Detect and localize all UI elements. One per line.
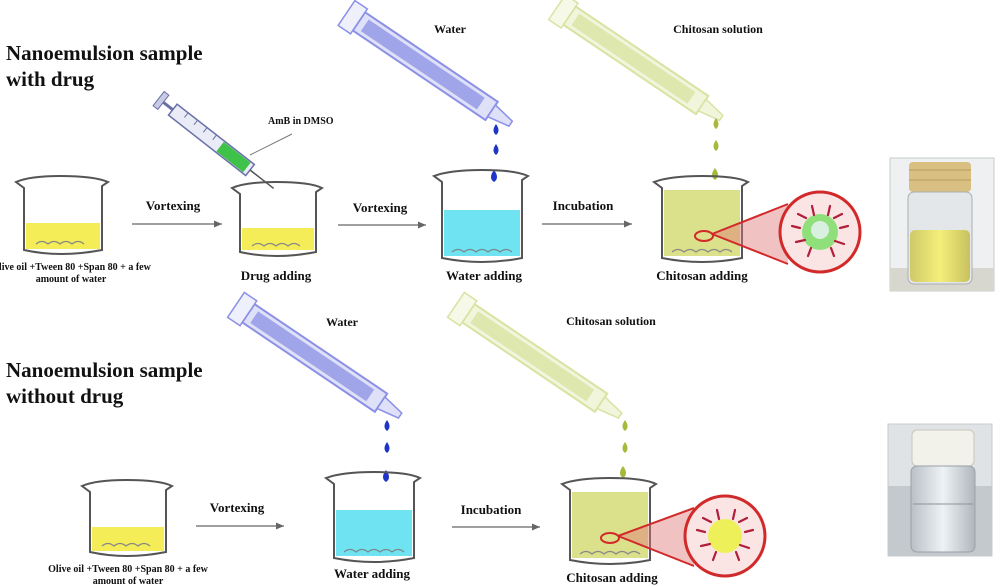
row1-caption-start-line1: Olive oil +Tween 80 +Span 80 + a few — [0, 262, 152, 273]
row1-beaker-start — [14, 174, 111, 255]
row2-zoom-callout — [617, 494, 767, 578]
row1-caption-start-line2: amount of water — [36, 274, 107, 285]
chitosan-drop-icon — [713, 140, 719, 151]
row1-vial-photo — [889, 157, 995, 292]
nanoparticle-icon — [695, 508, 755, 562]
row1-title-line1: Nanoemulsion sample — [6, 41, 203, 65]
chitosan-drop-icon — [622, 442, 628, 453]
vial-liquid — [910, 465, 976, 553]
beaker-outline — [14, 174, 111, 255]
row1-beaker-water — [431, 168, 530, 263]
row1-chitosan-label: Chitosan solution — [673, 22, 763, 36]
vial-liquid — [910, 230, 970, 282]
water-drop-icon — [384, 420, 390, 431]
row1-zoom-callout — [711, 190, 862, 274]
water-drop-icon — [493, 144, 499, 155]
row1-arrow2-label: Vortexing — [353, 200, 408, 215]
syringe-label: AmB in DMSO — [268, 116, 334, 127]
row2-chitosan-pipette-icon — [446, 291, 623, 419]
row2-water-pipette-icon — [226, 291, 403, 419]
row2-beaker-chitosan — [559, 476, 658, 565]
row1-beaker-chitosan — [651, 174, 750, 263]
row2-title-line2: without drug — [6, 384, 124, 408]
row1-beaker-drug — [230, 180, 324, 257]
water-drop-icon — [384, 442, 390, 453]
row2-arrow1-label: Vortexing — [210, 500, 265, 515]
row2-caption-start-line1: Olive oil +Tween 80 +Span 80 + a few — [48, 564, 208, 575]
row1-caption-water: Water adding — [446, 268, 522, 283]
row2-chitosan-label: Chitosan solution — [566, 314, 656, 328]
chitosan-drop-icon — [712, 168, 718, 180]
row2-title: Nanoemulsion sample without drug — [6, 357, 203, 409]
row2-beaker-water — [323, 470, 422, 563]
chitosan-drop-icon — [713, 118, 719, 129]
nanoparticle-icon — [790, 204, 850, 258]
water-drop-icon — [491, 170, 497, 182]
syringe-icon — [152, 90, 275, 190]
row2-vial-photo — [887, 423, 993, 557]
row2-caption-water: Water adding — [334, 566, 410, 581]
row1-arrow3-label: Incubation — [553, 198, 614, 213]
row1-caption-drug: Drug adding — [241, 268, 312, 283]
row1-arrow1-label: Vortexing — [146, 198, 201, 213]
row1-water-label: Water — [434, 22, 467, 36]
water-drop-icon — [493, 124, 499, 135]
row2-arrow2-label: Incubation — [461, 502, 522, 517]
row2-caption-chitosan: Chitosan adding — [566, 570, 658, 585]
row2-beaker-start — [80, 478, 174, 557]
sediment — [35, 240, 85, 245]
vial-cap — [909, 162, 971, 192]
row1-title-line2: with drug — [6, 67, 95, 91]
row2-caption-start-line2: amount of water — [93, 576, 164, 587]
row2-water-label: Water — [326, 315, 359, 329]
chitosan-drop-icon — [622, 420, 628, 431]
syringe-pointer — [249, 133, 293, 156]
row1-chitosan-pipette-icon — [547, 0, 724, 122]
row2-title-line1: Nanoemulsion sample — [6, 358, 203, 382]
row1-caption-chitosan: Chitosan adding — [656, 268, 748, 283]
row1-title: Nanoemulsion sample with drug — [6, 40, 203, 92]
chitosan-drop-icon — [620, 466, 626, 478]
row1-water-pipette-icon — [337, 0, 514, 128]
oil-liquid — [26, 223, 100, 249]
vial-cap — [911, 429, 975, 467]
